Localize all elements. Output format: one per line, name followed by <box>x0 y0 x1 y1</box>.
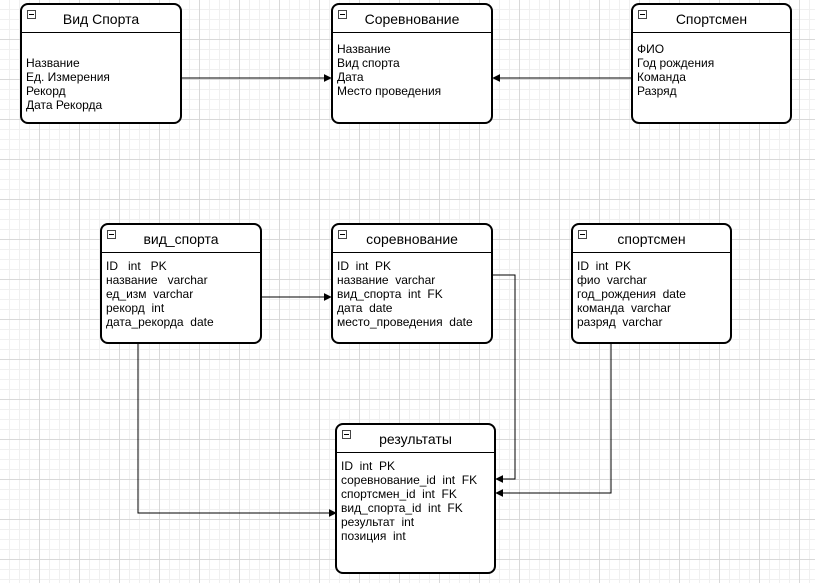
table-title: вид_спорта <box>143 230 219 247</box>
column: разряд varchar <box>577 315 663 329</box>
column: дата_рекорда date <box>106 315 214 329</box>
column: ID int PK <box>337 259 392 273</box>
column: спортсмен_id int FK <box>341 487 457 501</box>
column: рекорд int <box>106 301 165 315</box>
entity-athlete-conceptual[interactable]: Спортсмен ФИО Год рождения Команда Разря… <box>631 3 792 124</box>
column: фио varchar <box>577 273 647 287</box>
field: Рекорд <box>26 84 66 98</box>
collapse-icon[interactable] <box>338 10 347 19</box>
column: ед_изм varchar <box>106 287 194 301</box>
edge-athlete-to-results <box>495 343 612 497</box>
column: соревнование_id int FK <box>341 473 478 487</box>
field: Название <box>337 42 391 56</box>
column: год_рождения date <box>577 287 686 301</box>
collapse-icon[interactable] <box>638 10 647 19</box>
field: ФИО <box>637 42 665 56</box>
field: Вид спорта <box>337 56 400 70</box>
column: вид_спорта int FK <box>337 287 443 301</box>
collapse-icon[interactable] <box>578 230 587 239</box>
entity-title: Вид Спорта <box>62 10 140 27</box>
column: название varchar <box>337 273 436 287</box>
field: Год рождения <box>637 56 715 70</box>
column: название varchar <box>106 273 208 287</box>
entity-title: Спортсмен <box>675 10 748 27</box>
column: ID int PK <box>577 259 632 273</box>
table-competition[interactable]: соревнование ID int PK название varchar … <box>331 223 493 344</box>
column: команда varchar <box>577 301 671 315</box>
edge-sport-to-results <box>137 343 337 517</box>
field: Ед. Измерения <box>26 70 110 84</box>
table-title: результаты <box>379 430 452 447</box>
table-title: спортсмен <box>617 230 686 247</box>
entity-competition-conceptual[interactable]: Соревнование Название Вид спорта Дата Ме… <box>331 3 493 124</box>
field: Дата Рекорда <box>26 98 103 112</box>
column: вид_спорта_id int FK <box>341 501 463 515</box>
edge-competition-to-results <box>491 274 516 483</box>
collapse-icon[interactable] <box>27 10 36 19</box>
collapse-icon[interactable] <box>107 230 116 239</box>
collapse-icon[interactable] <box>338 230 347 239</box>
column: дата date <box>337 301 393 315</box>
table-results[interactable]: результаты ID int PK соревнование_id int… <box>335 423 496 574</box>
field: Дата <box>337 70 364 84</box>
column: позиция int <box>341 529 406 543</box>
table-title: соревнование <box>366 230 458 247</box>
table-athlete[interactable]: спортсмен ID int PK фио varchar год_рожд… <box>571 223 732 344</box>
field: Команда <box>637 70 686 84</box>
table-sport[interactable]: вид_спорта ID int PK название varchar ед… <box>100 223 262 344</box>
entity-title: Соревнование <box>364 10 460 27</box>
column: ID int PK <box>106 259 167 273</box>
field: Разряд <box>637 84 677 98</box>
column: ID int PK <box>341 459 396 473</box>
field: Название <box>26 56 80 70</box>
column: место_проведения date <box>337 315 473 329</box>
field: Место проведения <box>337 84 442 98</box>
collapse-icon[interactable] <box>342 430 351 439</box>
entity-sport-conceptual[interactable]: Вид Спорта Название Ед. Измерения Рекорд… <box>20 3 182 124</box>
column: результат int <box>341 515 415 529</box>
